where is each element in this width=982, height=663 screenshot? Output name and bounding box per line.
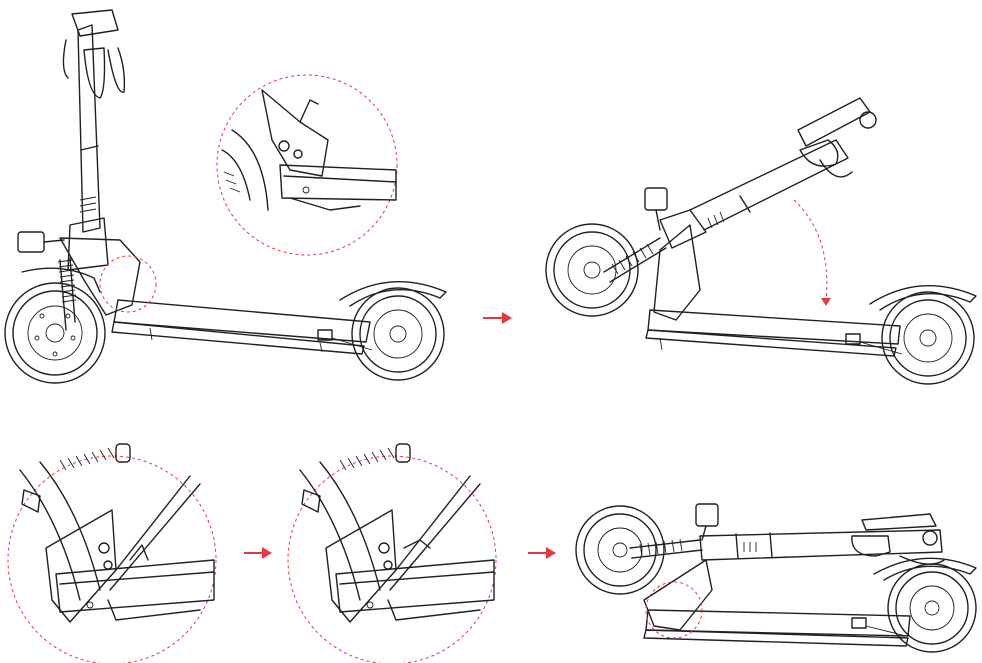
stem: [699, 529, 943, 561]
deck: [643, 609, 911, 647]
rear-wheel: [881, 291, 975, 385]
front-wheel: [4, 282, 106, 384]
rear-wheel: [351, 287, 445, 381]
scooter-folded-illustration: [575, 503, 977, 653]
latch-highlight-circle: [645, 581, 703, 639]
front-wheel: [575, 505, 665, 595]
latch-detail-step-1: [7, 443, 217, 663]
step-arrow-3: [528, 547, 556, 559]
front-frame: [59, 237, 141, 316]
headlight: [644, 187, 668, 231]
step-arrow-1: [483, 312, 512, 324]
front-fender: [21, 267, 101, 293]
scooter-upright-illustration: [4, 9, 447, 384]
suspension-spring: [57, 257, 77, 331]
rear-fender: [339, 281, 447, 307]
deck: [645, 309, 903, 357]
latch-highlight-circle: [99, 255, 157, 313]
handlebar: [62, 9, 126, 99]
rear-fender: [869, 285, 977, 311]
handlebar: [851, 513, 945, 565]
stem: [659, 139, 849, 249]
front-frame: [653, 224, 701, 321]
rear-fender: [873, 557, 977, 581]
scooter-folding-illustration: [545, 97, 977, 385]
suspension-spring: [629, 538, 703, 559]
deck: [111, 299, 373, 355]
front-wheel: [545, 223, 639, 317]
latch-detail-closed: [216, 74, 398, 256]
front-frame: [643, 559, 713, 631]
suspension-spring: [603, 237, 667, 283]
rear-wheel: [887, 563, 977, 653]
fold-direction-arrow: [793, 199, 831, 306]
step-arrow-2: [244, 547, 272, 559]
stem: [67, 24, 109, 271]
handlebar: [797, 97, 877, 178]
latch-detail-step-2: [287, 443, 497, 663]
headlight: [17, 231, 65, 253]
headlight: [695, 503, 719, 541]
